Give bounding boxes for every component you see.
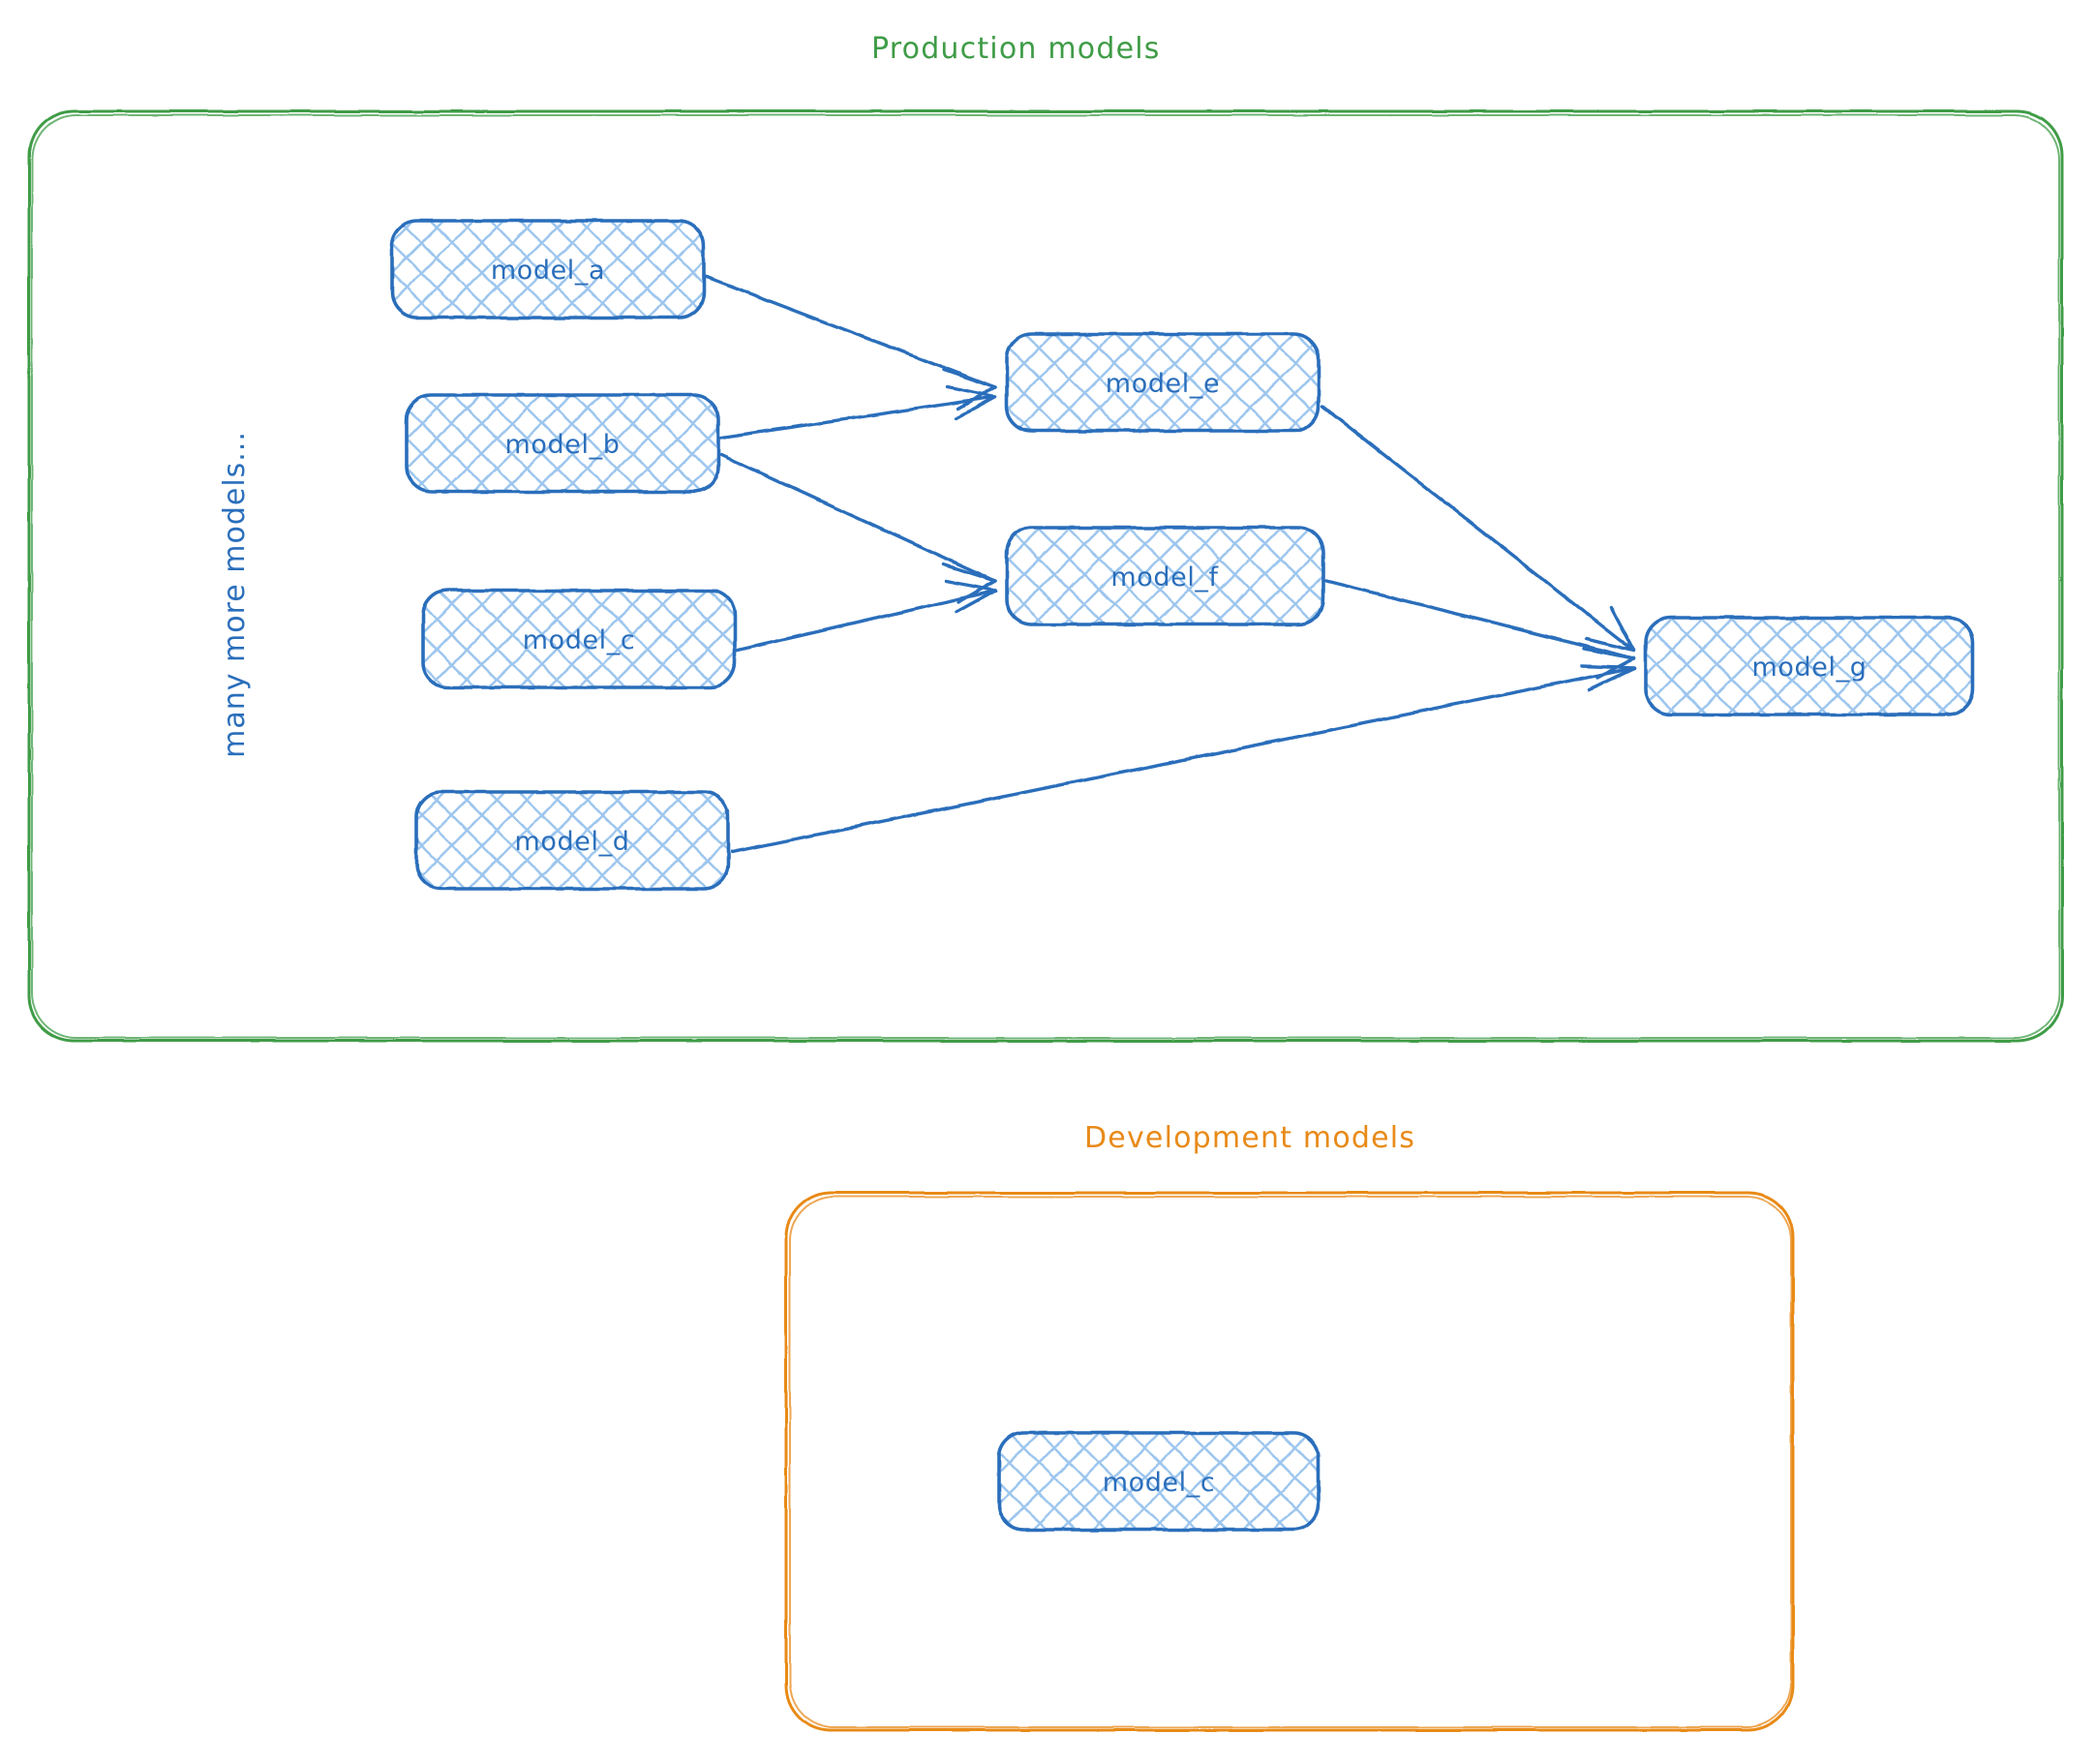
edge-d-to-g: [730, 664, 1636, 854]
node-model-c-dev-label: model_c: [1103, 1468, 1216, 1498]
node-model-a-label: model_a: [491, 256, 605, 286]
many-more-models-annotation: many more models...: [218, 431, 252, 758]
edges-layer: [702, 274, 1636, 854]
group-production-border: [27, 109, 2064, 1043]
node-model-a[interactable]: model_a: [390, 219, 706, 319]
node-model-d[interactable]: model_d: [414, 790, 730, 891]
group-development-label: Development models: [1084, 1121, 1415, 1155]
node-model-f-label: model_f: [1110, 563, 1219, 593]
group-production: Production models: [27, 32, 2064, 1043]
node-model-c-box: [421, 589, 737, 689]
group-production-border-second-stroke: [31, 114, 2060, 1039]
node-model-e[interactable]: model_e: [1005, 332, 1321, 433]
edge-c-to-f: [734, 579, 997, 653]
node-model-f[interactable]: model_f: [1005, 526, 1325, 626]
node-model-d-label: model_d: [515, 827, 630, 857]
node-model-b-label: model_b: [505, 430, 621, 460]
node-model-c-label: model_c: [523, 625, 636, 655]
node-model-e-box: [1005, 332, 1321, 433]
node-model-g-box: [1644, 616, 1975, 716]
many-more-models-label: many more models...: [218, 431, 252, 758]
group-development-border: [784, 1191, 1795, 1732]
edge-b-to-e: [719, 385, 997, 440]
node-model-c[interactable]: model_c: [421, 589, 737, 689]
node-model-e-label: model_e: [1106, 369, 1220, 399]
edge-f-to-g: [1324, 579, 1636, 680]
node-model-b-box: [405, 393, 720, 494]
edge-a-to-e: [702, 274, 997, 411]
node-model-g[interactable]: model_g: [1644, 616, 1975, 716]
node-model-b[interactable]: model_b: [405, 393, 720, 494]
group-production-label: Production models: [871, 32, 1161, 66]
group-development: Development models: [784, 1121, 1795, 1732]
node-model-d-box: [414, 790, 730, 891]
edge-b-to-f: [719, 453, 997, 604]
node-model-f-box: [1005, 526, 1325, 626]
node-model-g-label: model_g: [1752, 653, 1867, 683]
group-development-border-second-stroke: [789, 1196, 1792, 1728]
node-model-c-dev[interactable]: model_c: [997, 1431, 1321, 1532]
node-model-c-dev-box: [997, 1431, 1321, 1532]
node-model-a-box: [390, 219, 706, 319]
edge-e-to-g: [1321, 405, 1636, 653]
